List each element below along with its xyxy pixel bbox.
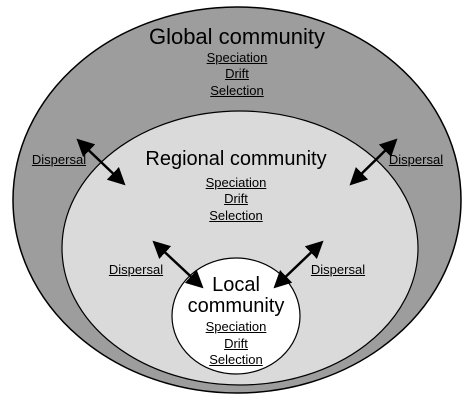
dispersal-label-inner-right: Dispersal xyxy=(310,262,366,277)
local-process-drift: Drift xyxy=(224,336,248,351)
dispersal-arrow-outer-right xyxy=(349,138,398,186)
regional-community-ellipse xyxy=(61,110,419,386)
local-community-title-line2: community xyxy=(187,295,285,317)
dispersal-arrow-outer-left xyxy=(76,138,126,186)
local-community-title-line1: Local xyxy=(212,274,260,296)
dispersal-label-inner-left: Dispersal xyxy=(108,262,164,277)
global-process-drift: Drift xyxy=(225,66,249,81)
regional-process-selection: Selection xyxy=(209,208,263,223)
dispersal-label-outer-right: Dispersal xyxy=(388,152,444,167)
global-process-speciation: Speciation xyxy=(206,50,268,65)
dispersal-arrow-inner-right xyxy=(273,240,324,289)
global-community-title: Global community xyxy=(148,24,326,49)
regional-process-drift: Drift xyxy=(224,191,248,206)
regional-community-title: Regional community xyxy=(145,148,327,170)
local-process-speciation: Speciation xyxy=(205,319,267,334)
global-process-selection: Selection xyxy=(210,83,264,98)
regional-process-speciation: Speciation xyxy=(205,175,267,190)
dispersal-arrow-inner-left xyxy=(152,240,204,289)
local-process-selection: Selection xyxy=(209,352,263,367)
local-community-circle xyxy=(171,257,301,375)
dispersal-label-outer-left: Dispersal xyxy=(31,152,87,167)
